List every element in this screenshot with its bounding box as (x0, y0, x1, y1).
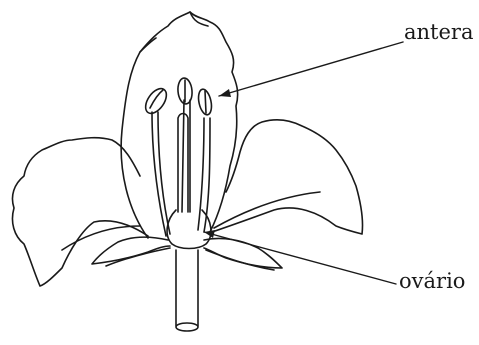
left-sepal-lower (106, 248, 170, 266)
stem (176, 250, 198, 326)
left-petal (12, 138, 148, 286)
stamen-filament-right (198, 118, 210, 232)
label-ovario: ovário (399, 269, 465, 293)
stamen-filament-left (152, 112, 170, 236)
antera-arrowhead (219, 89, 231, 97)
anther-right-groove (205, 91, 206, 113)
back-petal (121, 12, 238, 238)
anther-left (141, 85, 170, 117)
stem-cut-end (176, 323, 198, 331)
antera-leader-line (219, 42, 403, 96)
label-antera: antera (404, 20, 473, 44)
back-petal-edge (140, 12, 208, 52)
ovario-leader-line (204, 232, 396, 284)
